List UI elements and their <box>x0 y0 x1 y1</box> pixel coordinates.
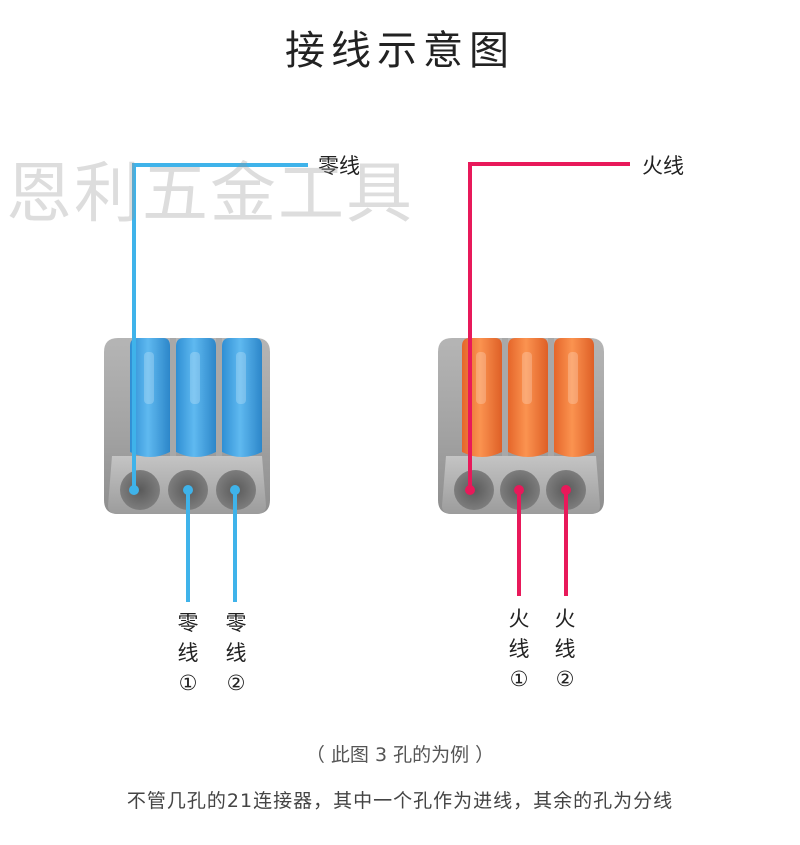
label-char: 火 <box>554 607 576 631</box>
diagram-caption: （ 此图 3 孔的为例 ） <box>305 744 495 766</box>
watermark: 恩利五金工具 <box>6 155 414 232</box>
live-input-label: 火线 <box>642 154 684 178</box>
lever-highlight <box>476 352 486 404</box>
label-char: 线 <box>177 641 199 665</box>
live-wire-end-dot <box>514 485 524 495</box>
housing-ridge <box>170 338 176 456</box>
neutral-wire-end-dot <box>230 485 240 495</box>
lever-blue-3 <box>222 338 262 457</box>
label-char: 火 <box>508 607 530 631</box>
lever-orange-3 <box>554 338 594 457</box>
neutral-outlet-1-label: 零 线 ① <box>173 608 203 698</box>
label-char: 线 <box>225 641 247 665</box>
neutral-input-label: 零线 <box>318 154 360 178</box>
label-char: 零 <box>177 611 199 635</box>
neutral-input-wire <box>132 163 308 492</box>
neutral-wires <box>132 163 308 602</box>
diagram-title: 接线示意图 <box>285 28 515 74</box>
label-number: ① <box>178 671 198 695</box>
lever-blue-1 <box>130 338 170 457</box>
live-wire-end-dot <box>465 485 475 495</box>
live-wires <box>468 162 630 596</box>
label-number: ② <box>555 667 575 691</box>
housing-ridge <box>216 338 222 456</box>
neutral-connector <box>104 338 270 514</box>
live-input-wire <box>468 162 630 492</box>
lever-highlight <box>144 352 154 404</box>
live-wire-end-dot <box>561 485 571 495</box>
label-number: ① <box>509 667 529 691</box>
lever-highlight <box>236 352 246 404</box>
live-outlet-1-label: 火 线 ① <box>504 604 534 694</box>
wire-hole-1 <box>120 470 160 510</box>
live-outlet-2-label: 火 线 ② <box>550 604 580 694</box>
housing-ridge <box>548 338 554 456</box>
usage-note: 不管几孔的21连接器，其中一个孔作为进线，其余的孔为分线 <box>126 790 674 812</box>
neutral-wire-end-dot <box>183 485 193 495</box>
lever-orange-2 <box>508 338 548 457</box>
lever-blue-2 <box>176 338 216 457</box>
label-number: ② <box>226 671 246 695</box>
label-char: 线 <box>508 637 530 661</box>
label-char: 线 <box>554 637 576 661</box>
lever-highlight <box>522 352 532 404</box>
label-char: 零 <box>225 611 247 635</box>
neutral-wire-end-dot <box>129 485 139 495</box>
lever-highlight <box>190 352 200 404</box>
neutral-outlet-2-label: 零 线 ② <box>221 608 251 698</box>
lever-highlight <box>568 352 578 404</box>
housing-ridge <box>502 338 508 456</box>
